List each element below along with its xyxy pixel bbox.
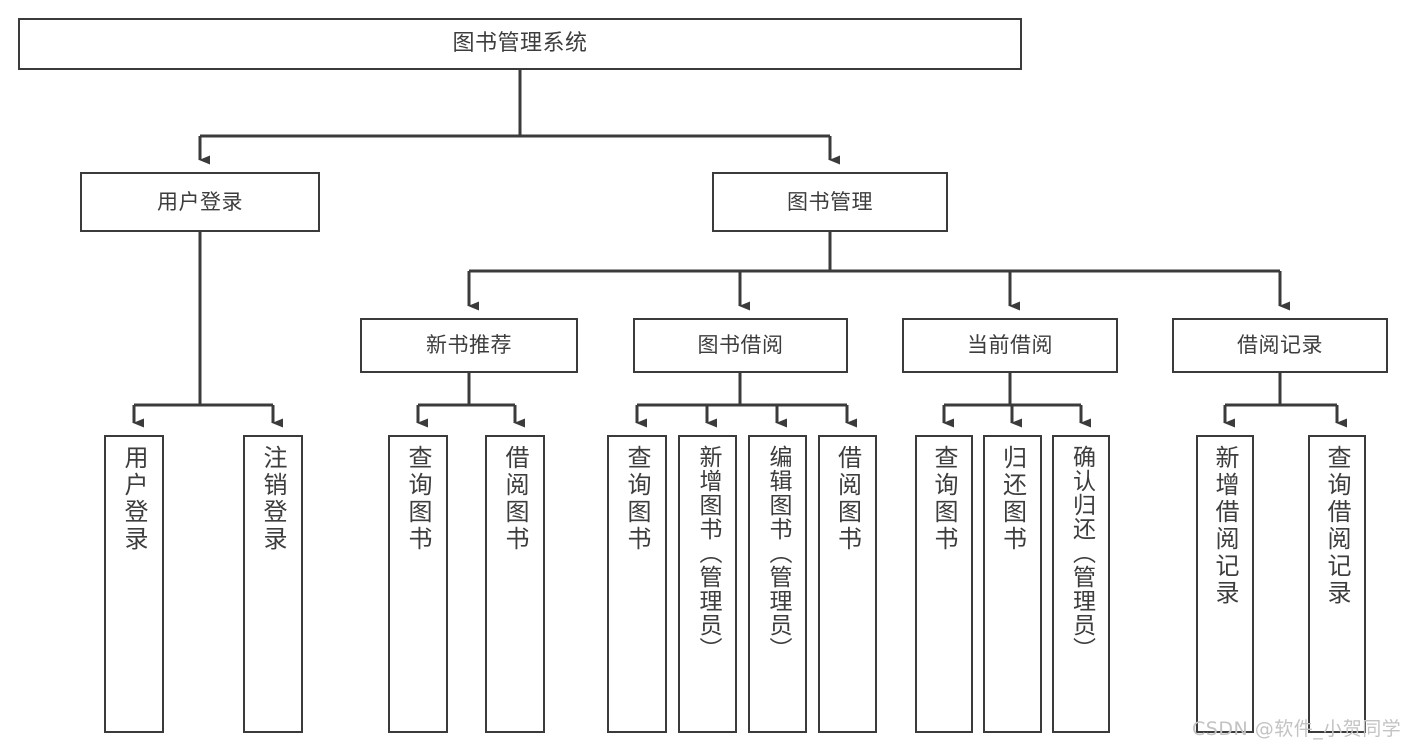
- node-book-manage[interactable]: 图书管理: [712, 172, 948, 232]
- leaf-add-borrow-record[interactable]: 新增借阅记录: [1196, 435, 1254, 733]
- leaf-user-login[interactable]: 用户登录: [104, 435, 164, 733]
- node-label: 确认归还（管理员）: [1068, 445, 1095, 661]
- leaf-edit-book-admin[interactable]: 编辑图书（管理员）: [748, 435, 807, 733]
- leaf-borrow-book[interactable]: 借阅图书: [818, 435, 877, 733]
- watermark: CSDN @软件_小贺同学: [1192, 718, 1402, 740]
- leaf-query-book-borrow[interactable]: 查询图书: [607, 435, 667, 733]
- node-label: 注销登录: [259, 445, 287, 553]
- leaf-borrow-book-recommend[interactable]: 借阅图书: [485, 435, 545, 733]
- node-root-system[interactable]: 图书管理系统: [18, 18, 1022, 70]
- node-book-borrow[interactable]: 图书借阅: [633, 318, 848, 373]
- leaf-query-book-current[interactable]: 查询图书: [915, 435, 973, 733]
- node-user-login[interactable]: 用户登录: [80, 172, 320, 232]
- leaf-confirm-return-admin[interactable]: 确认归还（管理员）: [1052, 435, 1110, 733]
- node-label: 图书管理: [787, 189, 873, 214]
- node-label: 借阅图书: [833, 445, 862, 553]
- node-label: 新增借阅记录: [1211, 445, 1239, 607]
- node-label: 查询图书: [404, 445, 432, 553]
- leaf-query-book-recommend[interactable]: 查询图书: [388, 435, 448, 733]
- node-label: 查询图书: [930, 445, 958, 553]
- node-label: 新书推荐: [426, 333, 512, 358]
- node-label: 借阅记录: [1237, 333, 1323, 358]
- node-label: 当前借阅: [967, 333, 1053, 358]
- leaf-add-book-admin[interactable]: 新增图书（管理员）: [678, 435, 737, 733]
- leaf-return-book[interactable]: 归还图书: [983, 435, 1042, 733]
- node-label: 用户登录: [120, 445, 148, 553]
- node-label: 查询图书: [623, 445, 651, 553]
- node-new-book-recommend[interactable]: 新书推荐: [360, 318, 578, 373]
- node-label: 新增图书（管理员）: [695, 445, 721, 661]
- leaf-query-borrow-record[interactable]: 查询借阅记录: [1308, 435, 1366, 733]
- node-label: 图书管理系统: [452, 31, 588, 57]
- node-label: 归还图书: [998, 445, 1027, 553]
- node-borrow-record[interactable]: 借阅记录: [1172, 318, 1388, 373]
- node-current-borrow[interactable]: 当前借阅: [902, 318, 1118, 373]
- node-label: 用户登录: [157, 189, 243, 214]
- node-label: 编辑图书（管理员）: [765, 445, 791, 661]
- node-label: 借阅图书: [501, 445, 529, 553]
- leaf-user-logout[interactable]: 注销登录: [243, 435, 303, 733]
- node-label: 查询借阅记录: [1323, 445, 1351, 607]
- node-label: 图书借阅: [697, 333, 784, 358]
